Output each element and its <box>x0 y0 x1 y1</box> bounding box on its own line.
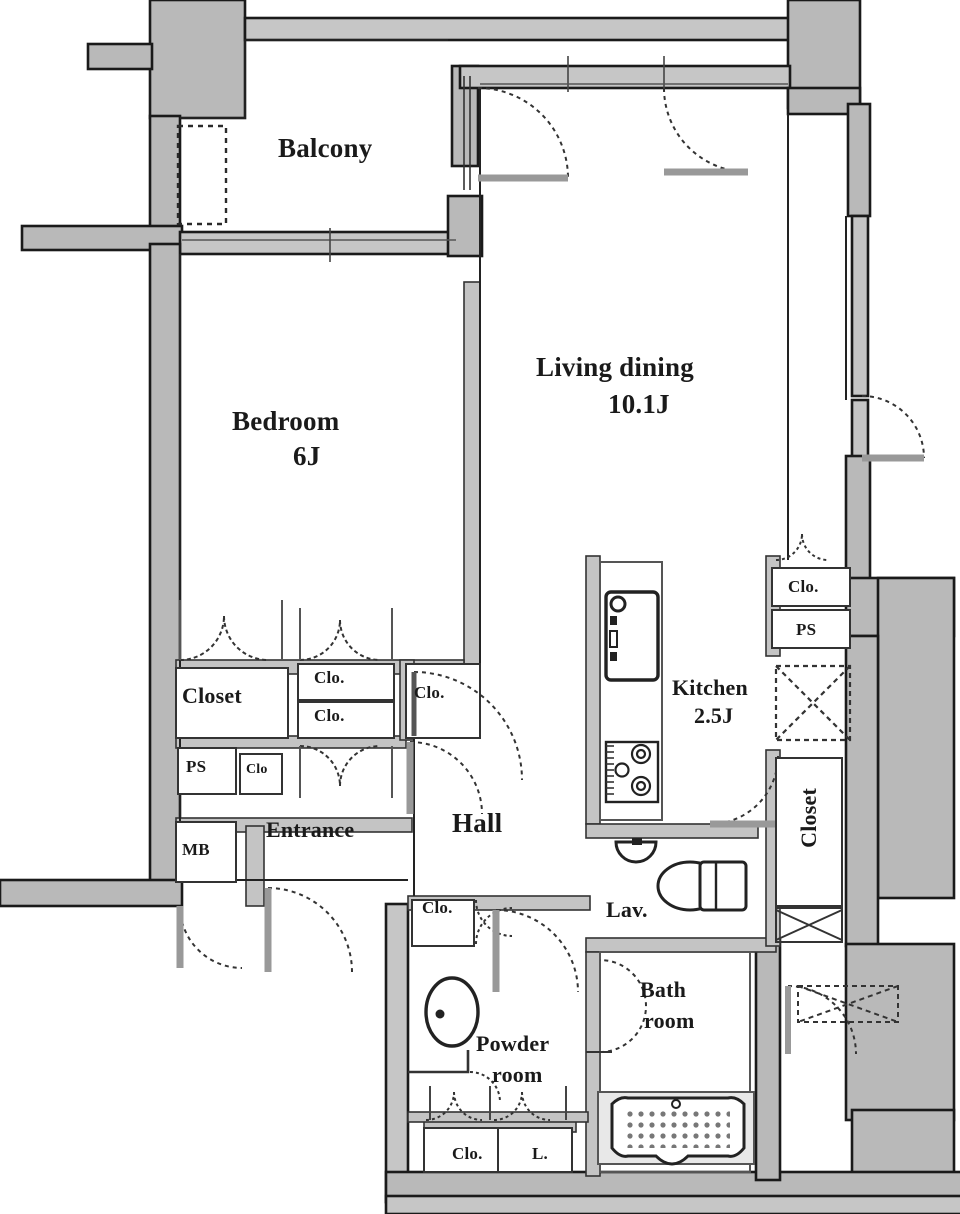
label-clo-small-left: Clo <box>246 762 268 777</box>
room-label-kitchen: Kitchen <box>672 675 748 700</box>
room-label-lavatory: Lav. <box>606 897 648 922</box>
label-closet-right: Closet <box>796 788 821 848</box>
label-closet-bed-upper: Clo. <box>314 668 345 687</box>
room-label-balcony: Balcony <box>278 133 373 163</box>
room-label-hall: Hall <box>452 808 503 838</box>
label-laundry-bottom: L. <box>532 1144 548 1163</box>
label-closet-bedroom: Closet <box>182 683 242 708</box>
label-clo-bottom: Clo. <box>452 1144 483 1163</box>
room-label-powder-line2: room <box>492 1062 543 1087</box>
room-label-living-dining: Living dining <box>536 352 694 382</box>
room-label-entrance: Entrance <box>266 817 355 842</box>
label-clo-kitchen: Clo. <box>788 577 819 596</box>
label-ps-left: PS <box>186 757 207 776</box>
label-ps-kitchen: PS <box>796 620 817 639</box>
label-closet-hall-bottom: Clo. <box>422 898 453 917</box>
room-label-bedroom: Bedroom <box>232 406 340 436</box>
label-closet-bed-lower: Clo. <box>314 706 345 725</box>
room-size-kitchen: 2.5J <box>694 703 734 728</box>
fixtures <box>175 56 925 1173</box>
room-label-bathroom-line1: Bath <box>640 977 687 1002</box>
room-size-living-dining: 10.1J <box>608 389 670 419</box>
label-mb: MB <box>182 840 210 859</box>
room-size-bedroom: 6J <box>293 441 321 471</box>
label-closet-hall-top: Clo. <box>414 683 445 702</box>
room-label-bathroom-line2: room <box>644 1008 695 1033</box>
room-label-powder-line1: Powder <box>476 1031 550 1056</box>
